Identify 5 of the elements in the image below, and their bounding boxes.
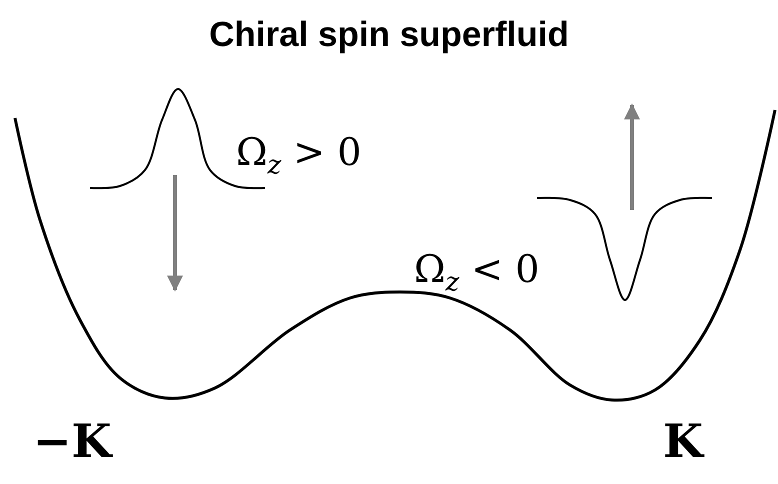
math-label: Ω$_{z}$ < 0 bbox=[414, 250, 540, 296]
title: Chiral spin superfluid bbox=[208, 17, 570, 52]
momentum-label: −K bbox=[33, 418, 112, 464]
momentum-label: K bbox=[663, 418, 703, 464]
math-label: Ω$_{z}$ > 0 bbox=[236, 133, 362, 179]
